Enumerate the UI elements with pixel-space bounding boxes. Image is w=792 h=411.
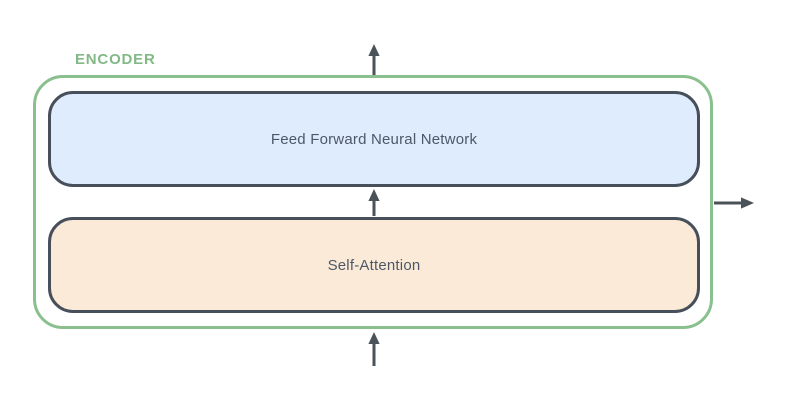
output-right-arrow-icon xyxy=(714,197,754,209)
input-up-arrow-icon xyxy=(368,332,380,366)
self-attention-label: Self-Attention xyxy=(327,256,421,274)
feed-forward-label: Feed Forward Neural Network xyxy=(270,130,478,148)
encoder-label: ENCODER xyxy=(75,51,156,68)
output-up-arrow-icon xyxy=(368,44,380,75)
attention-to-ffnn-up-arrow-icon xyxy=(368,189,380,216)
self-attention-block: Self-Attention xyxy=(48,217,700,313)
feed-forward-block: Feed Forward Neural Network xyxy=(48,91,700,187)
